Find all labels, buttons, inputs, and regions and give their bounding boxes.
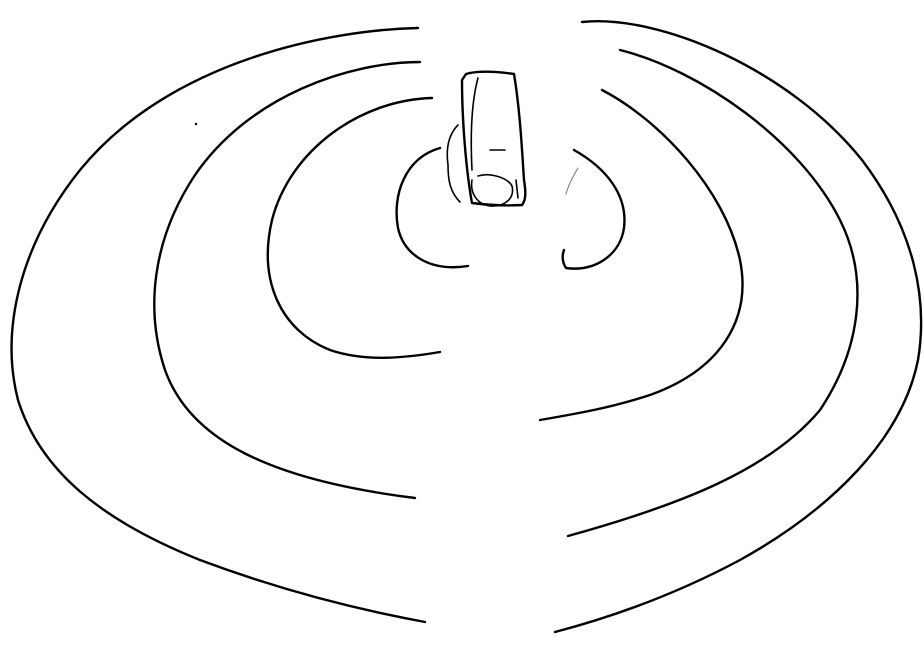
outer-ring-left-arc bbox=[12, 28, 425, 622]
inner-ring-right-arc bbox=[563, 150, 625, 269]
object-right-mark bbox=[516, 180, 518, 198]
third-ring-left-arc bbox=[154, 62, 420, 498]
object-base-loop bbox=[472, 175, 513, 206]
second-ring-left-arc bbox=[268, 98, 440, 358]
stray-dot bbox=[195, 123, 197, 125]
second-ring bbox=[268, 90, 743, 420]
inner-ring-scribble bbox=[566, 168, 578, 194]
central-object bbox=[447, 72, 525, 206]
object-front-edge bbox=[471, 78, 478, 170]
object-side-face bbox=[447, 125, 460, 202]
third-ring-right-arc bbox=[568, 50, 857, 536]
inner-ring-left-arc bbox=[397, 148, 468, 267]
inner-ring bbox=[397, 148, 625, 269]
third-ring bbox=[154, 50, 857, 536]
outer-ring-right-arc bbox=[555, 21, 921, 632]
second-ring-right-arc bbox=[540, 90, 742, 420]
outer-ring bbox=[12, 21, 921, 632]
